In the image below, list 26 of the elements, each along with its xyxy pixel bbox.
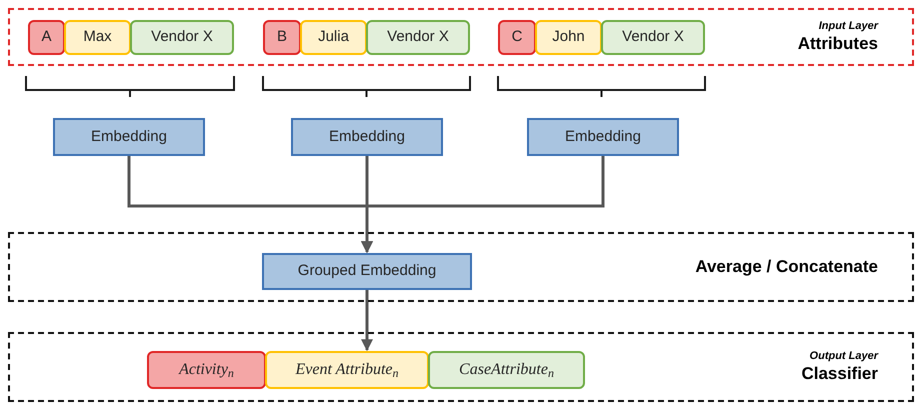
attribute-box: B <box>263 20 301 55</box>
embedding-box: Embedding <box>527 118 679 156</box>
arrow <box>361 290 373 352</box>
layer-label: Output Layer <box>810 350 878 364</box>
output-box: Event Attribute$_{n}$ <box>265 351 429 389</box>
output-box: CaseAttribute$_{n}$ <box>428 351 585 389</box>
embedding-box: Embedding <box>291 118 443 156</box>
layer-label: Attributes <box>798 33 878 54</box>
attribute-box: Vendor X <box>601 20 705 55</box>
attribute-box: Vendor X <box>366 20 470 55</box>
layer-frame <box>8 8 914 66</box>
embedding-box: Grouped Embedding <box>262 253 472 290</box>
attribute-box: Max <box>64 20 131 55</box>
layer-frame <box>8 332 914 402</box>
attribute-box: Vendor X <box>130 20 234 55</box>
layer-label: Input Layer <box>818 20 878 34</box>
layer-frame <box>8 232 914 302</box>
arrow <box>361 156 604 254</box>
layer-label: Classifier <box>801 363 878 384</box>
attribute-box: C <box>498 20 536 55</box>
attribute-box: A <box>28 20 65 55</box>
attribute-box: Julia <box>300 20 367 55</box>
embedding-box: Embedding <box>53 118 205 156</box>
output-box: Activity$_{n}$ <box>147 351 266 389</box>
attribute-box: John <box>535 20 602 55</box>
layer-label: Average / Concatenate <box>695 256 878 278</box>
